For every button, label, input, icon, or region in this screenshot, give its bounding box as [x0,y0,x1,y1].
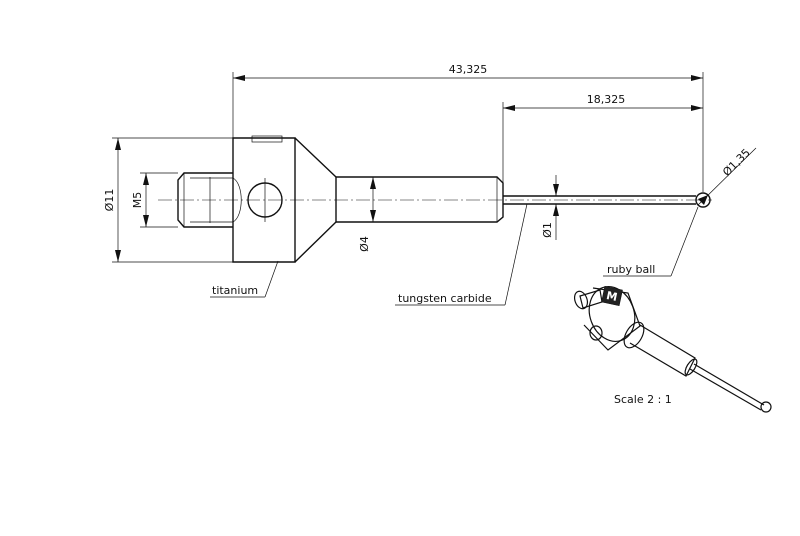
dimension-body-diameter: Ø11 [103,137,233,263]
dimension-ball-diameter: Ø1,35 [697,146,757,206]
dimension-thread: M5 [131,172,178,228]
dimension-overall: 43,325 [232,63,704,192]
stylus-side-view [158,135,712,263]
leader-ruby-ball: ruby ball [603,206,699,277]
leader-tungsten-carbide: tungsten carbide [395,203,528,306]
iso-mark-label: M [605,289,618,304]
carbide-stem [503,195,696,205]
leader-titanium: titanium [210,260,279,298]
dimension-shank-diameter: Ø4 [358,177,376,252]
ruby-ball-label: ruby ball [607,263,655,276]
cone-taper [294,137,337,263]
ruby-ball [695,192,711,208]
thread-stub [177,172,233,228]
iso-ruby-ball [760,401,772,413]
dimension-stylus: 18,325 [502,93,703,196]
scale-label: Scale 2 : 1 [614,393,672,406]
stem-diameter-label: Ø1 [541,222,554,238]
titanium-body [232,135,296,263]
shank-diameter-label: Ø4 [358,236,371,252]
overall-length-label: 43,325 [449,63,488,76]
tungsten-carbide-label: tungsten carbide [398,292,492,305]
ball-diameter-label: Ø1,35 [720,146,753,179]
body-diameter-label: Ø11 [103,189,116,212]
isometric-view: M [573,285,772,413]
shank [335,176,504,223]
stylus-length-label: 18,325 [587,93,626,106]
titanium-label: titanium [212,284,258,297]
thread-label: M5 [131,192,144,209]
dimension-stem-diameter: Ø1 [541,175,559,240]
